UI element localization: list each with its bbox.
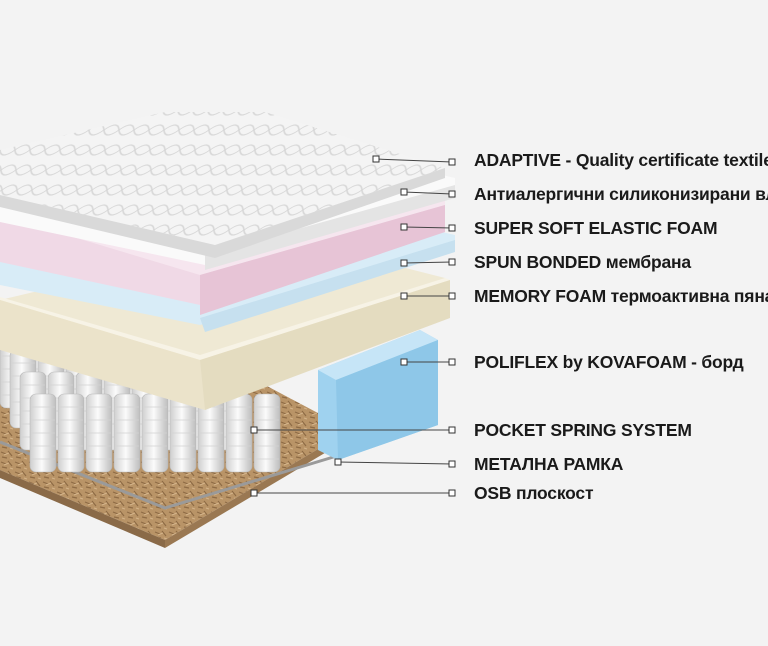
callout-memory-foam: MEMORY FOAM термоактивна пяна <box>474 286 768 306</box>
leader-line <box>337 461 453 465</box>
square-marker-icon <box>400 259 408 267</box>
square-marker-icon <box>400 358 408 366</box>
leader-line <box>403 191 453 195</box>
callout-leaders <box>250 155 456 497</box>
callout-poliflex: POLIFLEX by KOVAFOAM - борд <box>474 352 744 372</box>
square-marker-icon <box>372 155 380 163</box>
square-marker-icon <box>448 258 456 266</box>
callout-osb: OSB плоскост <box>474 483 594 503</box>
square-marker-icon <box>448 460 456 468</box>
square-marker-icon <box>448 158 456 166</box>
callout-frame: МЕТАЛНА РАМКА <box>474 454 624 474</box>
square-marker-icon <box>448 224 456 232</box>
square-marker-icon <box>448 358 456 366</box>
callout-super-soft: SUPER SOFT ELASTIC FOAM <box>474 218 718 238</box>
square-marker-icon <box>400 223 408 231</box>
leader-line <box>403 226 453 229</box>
square-marker-icon <box>400 292 408 300</box>
square-marker-icon <box>250 489 258 497</box>
leader-line <box>403 261 453 264</box>
square-marker-icon <box>400 188 408 196</box>
square-marker-icon <box>250 426 258 434</box>
callout-silicone: Антиалергични силиконизирани влакна <box>474 184 768 204</box>
square-marker-icon <box>334 458 342 466</box>
leader-line <box>375 158 453 163</box>
square-marker-icon <box>448 426 456 434</box>
callout-adaptive: ADAPTIVE - Quality certificate textile <box>474 150 768 170</box>
square-marker-icon <box>448 292 456 300</box>
quilted-cover <box>0 112 445 258</box>
square-marker-icon <box>448 190 456 198</box>
square-marker-icon <box>448 489 456 497</box>
callout-pocket-spring: POCKET SPRING SYSTEM <box>474 420 692 440</box>
callout-spun-bonded: SPUN BONDED мембрана <box>474 252 691 272</box>
